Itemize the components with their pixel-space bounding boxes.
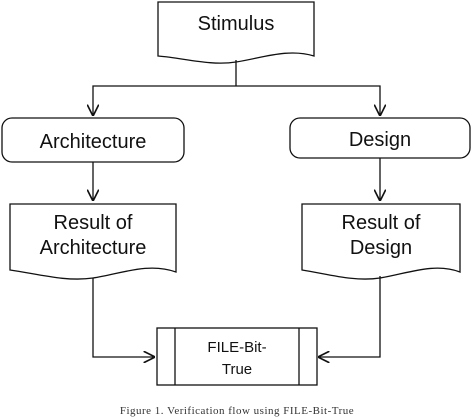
file-bit-true-shape [156,327,318,386]
result-architecture-shape [9,203,177,280]
result-design-node: Result of Design [301,203,461,280]
architecture-label: Architecture [40,131,147,153]
architecture-node: Architecture [1,117,185,163]
design-node: Design [289,117,471,159]
result-design-to-file-edge [319,276,381,357]
result-architecture-node: Result of Architecture [9,203,177,280]
result-architecture-to-file-edge [92,278,154,357]
result-design-label-line2: Design [350,237,412,259]
stimulus-to-design-edge [236,85,380,115]
stimulus-label: Stimulus [198,13,275,35]
file-bit-true-node: FILE-Bit- True [156,327,318,386]
stimulus-node: Stimulus [157,1,315,64]
result-design-label-line1: Result of [342,212,421,234]
design-label: Design [349,129,411,151]
stimulus-to-architecture-edge [93,85,236,115]
result-architecture-label-line1: Result of [54,212,133,234]
result-architecture-label-line2: Architecture [40,237,147,259]
file-bit-true-label-line2: True [222,361,252,378]
figure-caption: Figure 1. Verification flow using FILE-B… [120,405,354,417]
file-bit-true-label-line1: FILE-Bit- [207,339,266,356]
